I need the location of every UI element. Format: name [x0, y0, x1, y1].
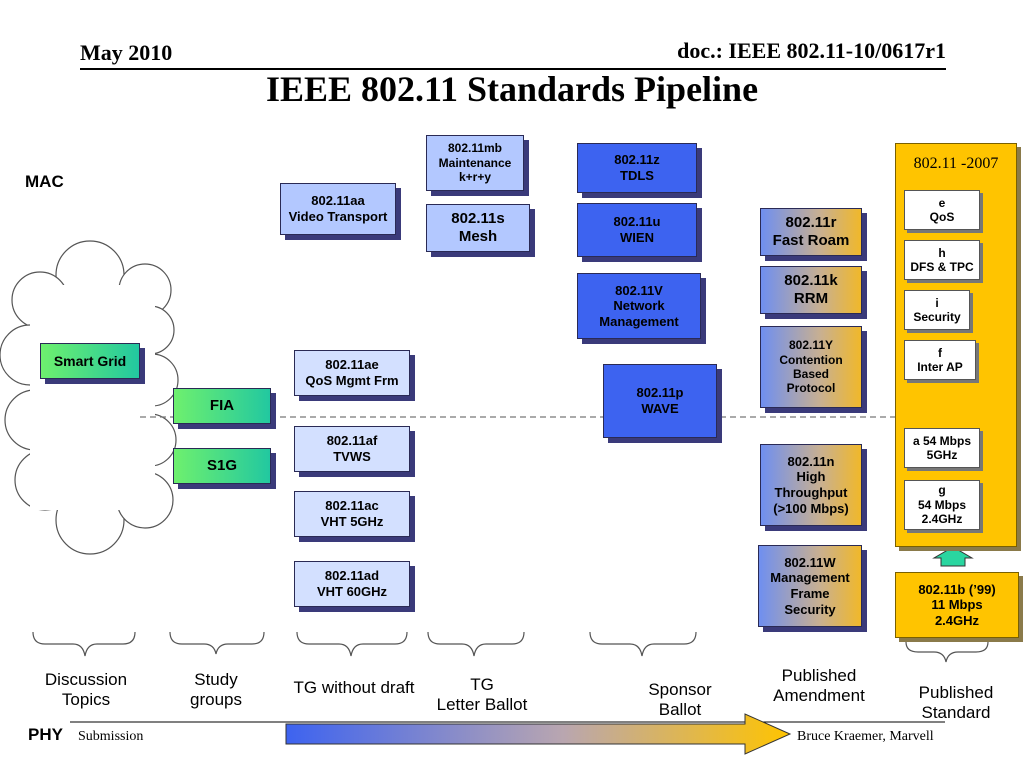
smart-grid-box: Smart Grid [40, 343, 140, 379]
upgrade-arrow-icon [932, 546, 974, 567]
mac-label: MAC [25, 172, 64, 191]
header-rule [80, 68, 946, 70]
date-label: May 2010 [80, 40, 173, 65]
stage-braces [32, 631, 989, 663]
footer-submission: Submission [78, 729, 144, 744]
discussion-cloud [0, 240, 179, 555]
fia-box: FIA [173, 388, 271, 424]
standard-2007-title: 802.11 -2007 [913, 155, 999, 172]
s1g-box: S1G [173, 448, 271, 484]
phy-label: PHY [28, 725, 63, 744]
doc-id: doc.: IEEE 802.11-10/0617r1 [677, 38, 946, 63]
pipeline-arrow [285, 713, 792, 755]
page-title: IEEE 802.11 Standards Pipeline [265, 69, 759, 109]
footer-author: Bruce Kraemer, Marvell [797, 729, 934, 744]
stage-tg-without-draft: TG without draft [293, 678, 415, 697]
